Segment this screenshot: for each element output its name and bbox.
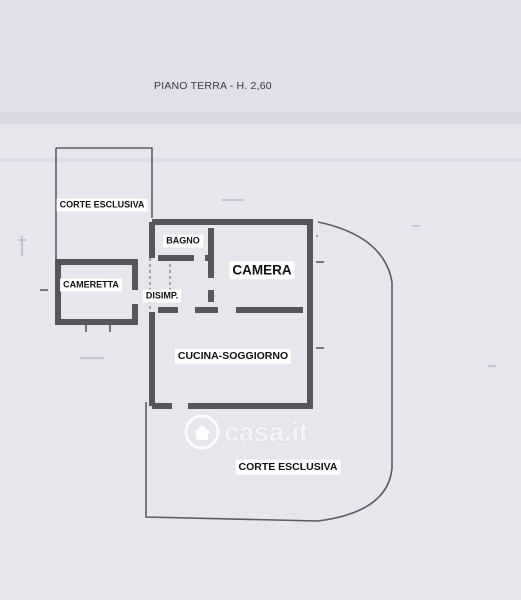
scan-band — [0, 158, 521, 162]
walls — [55, 219, 313, 409]
dashed-lines — [149, 235, 318, 312]
window-marks — [40, 261, 324, 349]
scan-band — [0, 0, 521, 120]
wall-cameretta — [55, 259, 138, 325]
corte-esclusiva-lower-outline — [145, 221, 393, 522]
scan-band — [0, 112, 521, 124]
door-openings — [131, 254, 236, 410]
room-label-cucina-soggiorno: CUCINA-SOGGIORNO — [174, 348, 292, 364]
house-icon — [184, 414, 220, 450]
room-label-corte-esclusiva-upper: CORTE ESCLUSIVA — [56, 198, 148, 212]
room-label-cameretta: CAMERETTA — [60, 278, 122, 292]
room-label-disimp: DISIMP. — [142, 289, 182, 303]
room-label-bagno: BAGNO — [163, 234, 203, 248]
room-label-camera: CAMERA — [229, 261, 295, 279]
dimension-marks — [18, 199, 496, 367]
corte-esclusiva-upper-outline — [55, 147, 153, 265]
casa-it-watermark: casa.it — [184, 414, 308, 450]
plan-title: PIANO TERRA - H. 2,60 — [154, 80, 272, 92]
room-label-corte-esclusiva-lower: CORTE ESCLUSIVA — [235, 459, 341, 475]
watermark-text: casa.it — [224, 416, 309, 447]
